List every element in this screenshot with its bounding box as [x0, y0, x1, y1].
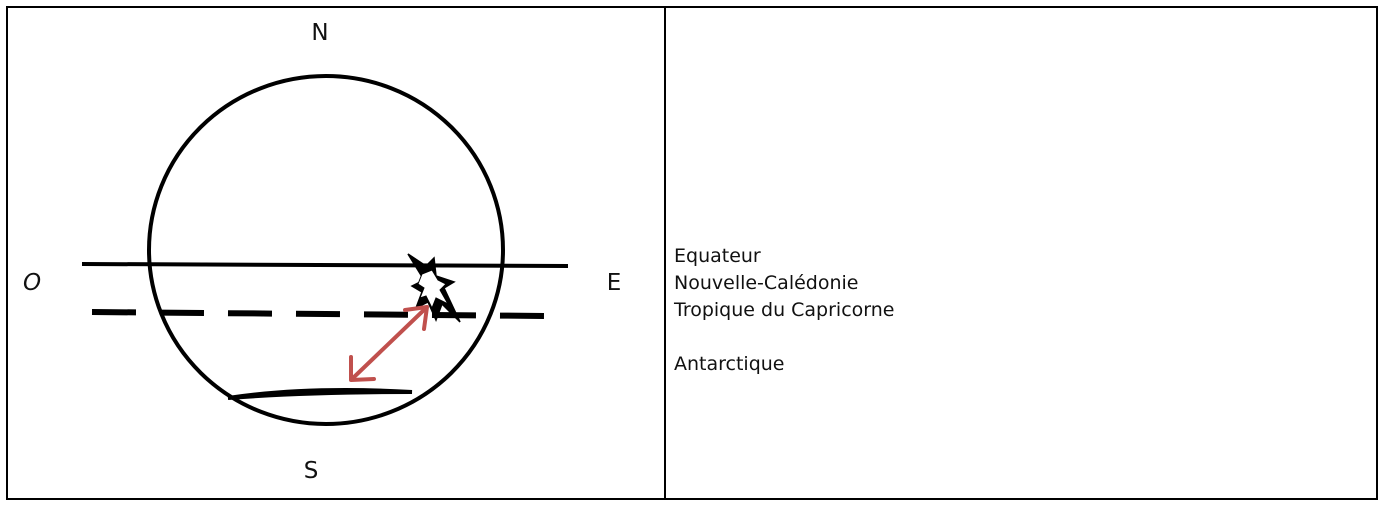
earth-circle	[147, 74, 505, 426]
earth-diagram: N S O E	[23, 20, 622, 484]
star-burst-icon	[407, 253, 461, 323]
north-label: N	[311, 20, 328, 46]
distance-arrow	[349, 305, 429, 382]
legend-item-equateur: Equateur	[674, 245, 761, 267]
diagram-cell: N S O E	[8, 8, 664, 498]
tropic-capricorn-line	[91, 309, 549, 319]
layout-table: N S O E	[6, 6, 1378, 500]
legend-cell: Equateur Nouvelle-Calédonie Tropique du …	[666, 8, 1376, 498]
east-label: E	[607, 270, 622, 296]
equator-line	[81, 262, 569, 268]
legend-item-antarctique: Antarctique	[674, 353, 785, 375]
south-label: S	[304, 458, 319, 484]
legend-item-tropique: Tropique du Capricorne	[674, 299, 895, 321]
west-label: O	[23, 270, 41, 296]
legend-list: Equateur Nouvelle-Calédonie Tropique du …	[674, 243, 895, 378]
column-divider	[664, 8, 666, 498]
legend-item-nouvelle-caledonie: Nouvelle-Calédonie	[674, 272, 859, 294]
antarctic-line	[227, 388, 413, 400]
